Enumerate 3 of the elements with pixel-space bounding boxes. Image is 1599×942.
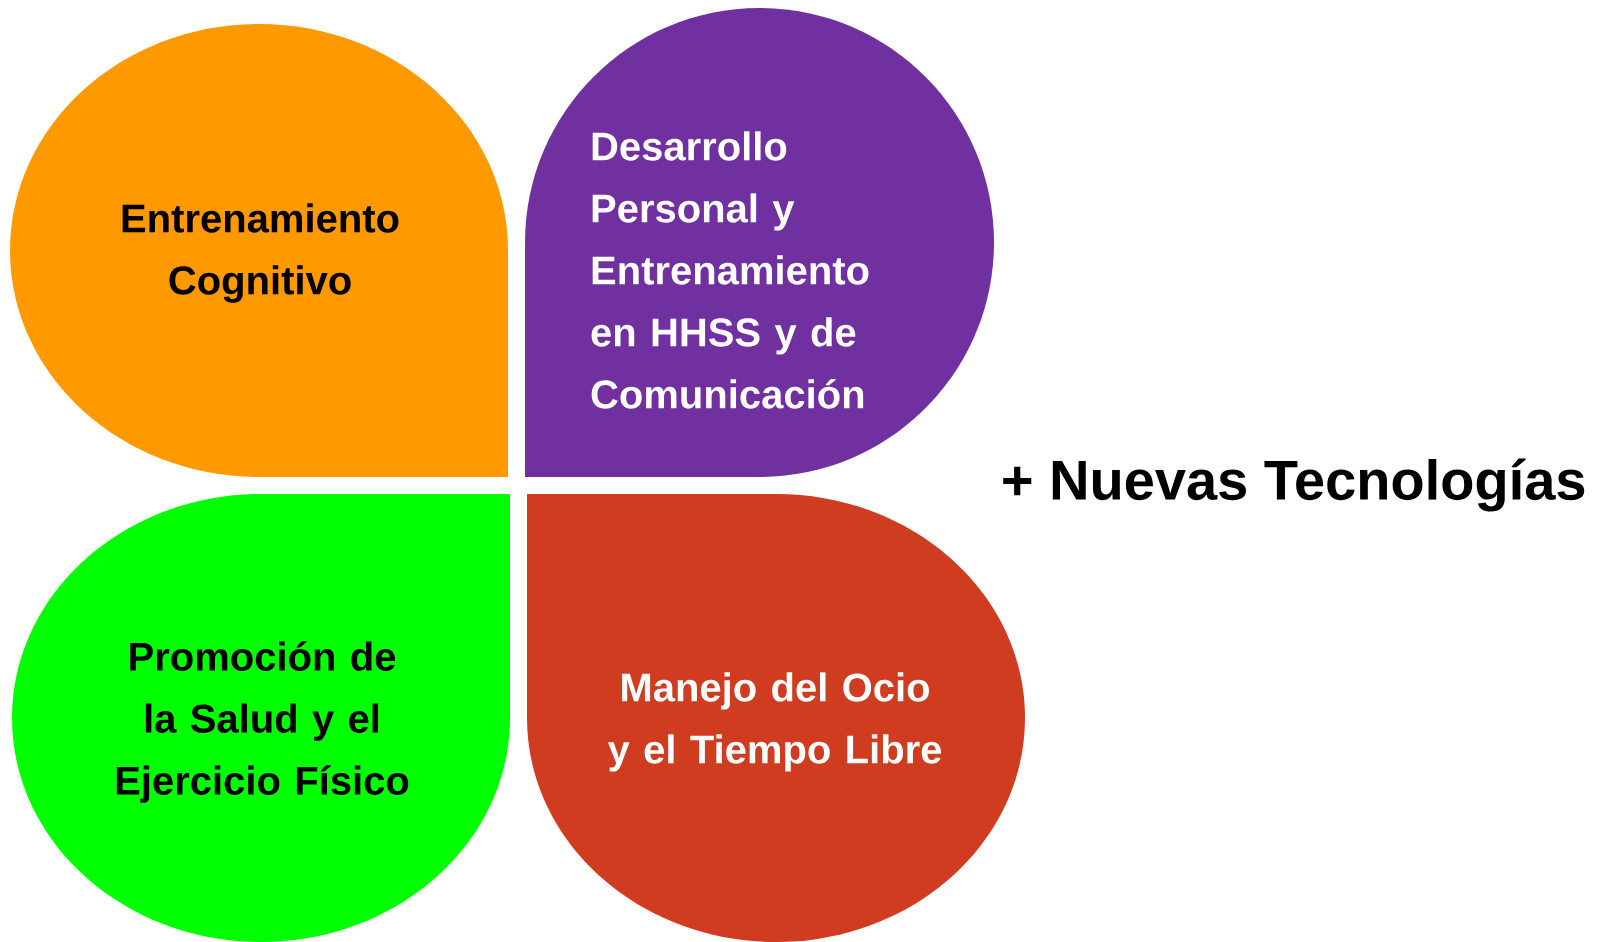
petal: Desarrollo Personal y Entrenamiento en HHSS y de Comunicación bbox=[525, 8, 994, 477]
petal: Promoción de la Salud y el Ejercicio Físico bbox=[12, 494, 510, 942]
petal: Entrenamiento Cognitivo bbox=[10, 24, 508, 477]
